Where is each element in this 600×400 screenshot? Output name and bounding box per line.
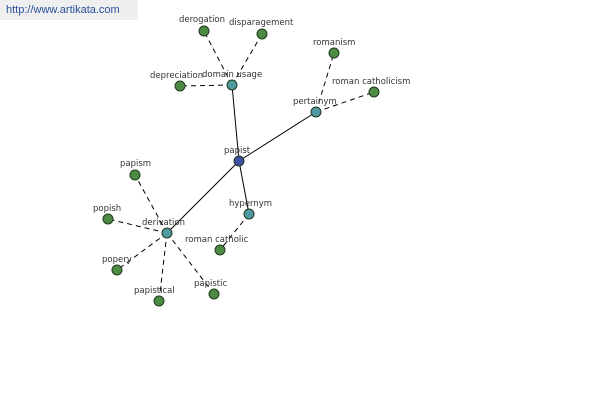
- label-domain-usage: domain usage: [202, 70, 262, 80]
- edge-derivation-papism: [134, 174, 168, 234]
- edge-derivation-popish: [107, 218, 168, 234]
- edge-derivation-papistical: [158, 232, 168, 302]
- node-pertainym[interactable]: [310, 106, 322, 118]
- edge-center-derivation: [166, 160, 240, 234]
- node-hypernym[interactable]: [243, 208, 255, 220]
- watermark-url: http://www.artikata.com: [0, 0, 138, 20]
- label-roman-catholicism: roman catholicism: [332, 77, 410, 87]
- edge-domain-usage-disparagement: [231, 33, 263, 86]
- node-popish[interactable]: [102, 213, 114, 225]
- edge-center-pertainym: [238, 111, 317, 162]
- edge-hypernym-roman-catholic: [219, 213, 250, 251]
- edge-derivation-popery: [116, 232, 168, 271]
- node-depreciation[interactable]: [174, 80, 186, 92]
- label-papistical: papistical: [134, 286, 175, 296]
- label-romanism: romanism: [313, 38, 355, 48]
- edge-derivation-papistic: [166, 232, 215, 295]
- node-disparagement[interactable]: [256, 28, 268, 40]
- node-derogation[interactable]: [198, 25, 210, 37]
- edge-domain-usage-depreciation: [179, 84, 233, 87]
- label-popish: popish: [93, 204, 121, 214]
- node-papistic[interactable]: [208, 288, 220, 300]
- node-romanism[interactable]: [328, 47, 340, 59]
- node-papism[interactable]: [129, 169, 141, 181]
- label-derivation: derivation: [142, 218, 185, 228]
- label-depreciation: depreciation: [150, 71, 203, 81]
- node-papistical[interactable]: [153, 295, 165, 307]
- label-derogation: derogation: [179, 15, 225, 25]
- node-roman-catholic[interactable]: [214, 244, 226, 256]
- label-pertainym: pertainym: [293, 97, 337, 107]
- node-derivation[interactable]: [161, 227, 173, 239]
- label-papism: papism: [120, 159, 151, 169]
- node-roman-catholicism[interactable]: [368, 86, 380, 98]
- edge-center-hypernym: [238, 160, 250, 215]
- label-papistic: papistic: [194, 279, 227, 289]
- label-hypernym: hypernym: [229, 199, 272, 209]
- edge-pertainym-roman-catholicism: [315, 91, 375, 113]
- edge-domain-usage-derogation: [203, 30, 233, 86]
- edge-center-domain-usage: [231, 84, 240, 162]
- label-papist: papist: [224, 146, 251, 156]
- label-popery: popery: [102, 255, 132, 265]
- node-center-papist[interactable]: [233, 155, 245, 167]
- node-popery[interactable]: [111, 264, 123, 276]
- edge-pertainym-romanism: [315, 52, 335, 113]
- node-domain-usage[interactable]: [226, 79, 238, 91]
- label-roman-catholic: roman catholic: [185, 235, 249, 245]
- label-disparagement: disparagement: [229, 18, 294, 28]
